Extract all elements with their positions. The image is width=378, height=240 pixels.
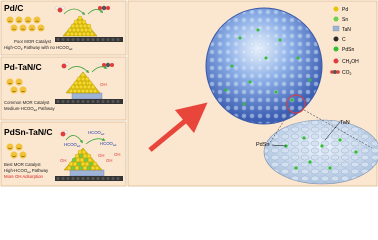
legend-item-tan: TaN	[332, 25, 351, 33]
carbon-substrate	[55, 37, 123, 42]
methanol-molecule-icon	[61, 62, 69, 69]
svg-text:PdSn: PdSn	[342, 47, 354, 53]
carbon-substrate	[55, 99, 123, 104]
svg-text:CO2: CO2	[342, 70, 352, 76]
neutral-face-icons	[6, 78, 27, 94]
legend-swatch	[333, 36, 339, 42]
legend-item-ch3oh: CH3OH	[333, 57, 359, 65]
legend-item-co2: CO2	[330, 70, 352, 76]
legend-item-sn: Sn	[333, 16, 348, 23]
tan-support	[69, 169, 105, 177]
neutral-face-icon	[15, 78, 23, 86]
panel-pdsntan-title: PdSn-TaN/C	[4, 127, 52, 137]
hcoo-label: HCOOad	[100, 141, 117, 147]
legend-swatch	[333, 6, 339, 12]
zoom-region-marker	[286, 94, 306, 114]
legend-swatch	[332, 25, 340, 32]
legend-swatch	[330, 70, 334, 74]
annotation-pointer	[324, 121, 341, 141]
carbon-substrate	[55, 176, 123, 181]
legend: Pd Sn TaN C PdSn CH3OH	[330, 6, 359, 76]
sad-face-icon	[37, 24, 45, 32]
sad-face-icon	[33, 16, 41, 24]
happy-face-icon	[6, 143, 14, 151]
legend-swatch	[333, 58, 339, 64]
annotation-pdsn: PdSn	[256, 142, 269, 148]
panel-pdtan: Pd-TaN/C Common MOR Catalyst Medium-HCOO…	[0, 56, 127, 121]
svg-text:Sn: Sn	[342, 17, 348, 23]
reaction-arrow	[85, 137, 106, 145]
happy-face-icon	[10, 151, 18, 159]
zoom-connector-line	[303, 109, 373, 149]
co2-molecule-icon	[98, 5, 110, 11]
panel-pdsntan-desc2: High-HCOOad Pathway	[4, 168, 49, 174]
sad-face-icon	[28, 24, 36, 32]
legend-item-pd: Pd	[333, 6, 348, 13]
panel-pdtan-desc1: Common MOR Catalyst	[4, 100, 50, 105]
sad-face-icon	[19, 24, 27, 32]
legend-item-c: C	[333, 36, 346, 43]
oh-label: OH	[98, 153, 104, 158]
oh-label: OH	[100, 82, 107, 87]
legend-swatch	[333, 46, 339, 52]
annotation-pointer	[271, 144, 287, 147]
sad-face-icon	[15, 16, 23, 24]
panel-sphere: TaN PdSn Pd Sn TaN C PdSn	[127, 0, 378, 187]
reaction-arrow	[87, 9, 104, 15]
panel-pdtan-desc2: Medium-HCOOad Pathway	[4, 106, 55, 112]
svg-text:CH3OH: CH3OH	[342, 59, 359, 65]
panel-pdsntan-desc1: Best MOR Catalyst	[4, 162, 41, 167]
svg-text:TaN: TaN	[342, 27, 351, 33]
oh-label: OH	[114, 152, 120, 157]
panel-pdtan-title: Pd-TaN/C	[4, 62, 42, 72]
panel-pdsntan-desc3: More OH Adsorption	[4, 174, 44, 179]
pd-nanoparticle-icon	[62, 15, 98, 37]
reaction-arrow	[63, 8, 86, 16]
neutral-face-icon	[6, 78, 14, 86]
zoomed-surface-illustration	[263, 119, 378, 185]
sad-face-icon	[24, 16, 32, 24]
methanol-molecule-icon	[55, 6, 65, 13]
neutral-face-icon	[10, 86, 18, 94]
happy-face-icon	[15, 143, 23, 151]
legend-item-pdsn: PdSn	[333, 46, 354, 53]
annotation-tan: TaN	[340, 120, 350, 126]
sad-face-icons	[6, 16, 45, 32]
panel-pdc: Pd/C Poor MOR Catalyst High-CO2 Pathway …	[0, 0, 127, 56]
legend-swatch	[333, 16, 339, 22]
pdsn-nanoparticle-icon	[63, 147, 103, 171]
hcoo-label: HCOOad	[88, 130, 105, 136]
reaction-arrow	[91, 65, 108, 73]
sad-face-icon	[10, 24, 18, 32]
direction-arrow	[148, 102, 208, 152]
svg-text:C: C	[342, 37, 346, 43]
happy-face-icons	[6, 143, 27, 159]
panel-pdc-desc1: Poor MOR Catalyst	[14, 39, 52, 44]
panel-pdc-title: Pd/C	[4, 3, 23, 13]
pd-nanoparticle-icon	[65, 71, 101, 94]
hcoo-label: HCOOad	[64, 142, 81, 148]
methanol-molecule-icon	[60, 130, 68, 137]
tan-support	[71, 92, 103, 100]
reaction-arrow	[67, 66, 90, 74]
oh-label: OH	[60, 158, 66, 163]
happy-face-icon	[19, 151, 27, 159]
panel-pdc-desc2: High-CO2 Pathway with no HCOOad	[4, 45, 73, 51]
panel-pdsntan: PdSn-TaN/C Best MOR Catalyst High-HCOOad…	[0, 121, 127, 187]
sad-face-icon	[6, 16, 14, 24]
svg-text:Pd: Pd	[342, 7, 348, 13]
diagram-canvas: Pd/C Poor MOR Catalyst High-CO2 Pathway …	[0, 0, 378, 187]
reaction-arrow	[65, 135, 83, 144]
oh-label: OH	[106, 158, 112, 163]
neutral-face-icon	[19, 86, 27, 94]
